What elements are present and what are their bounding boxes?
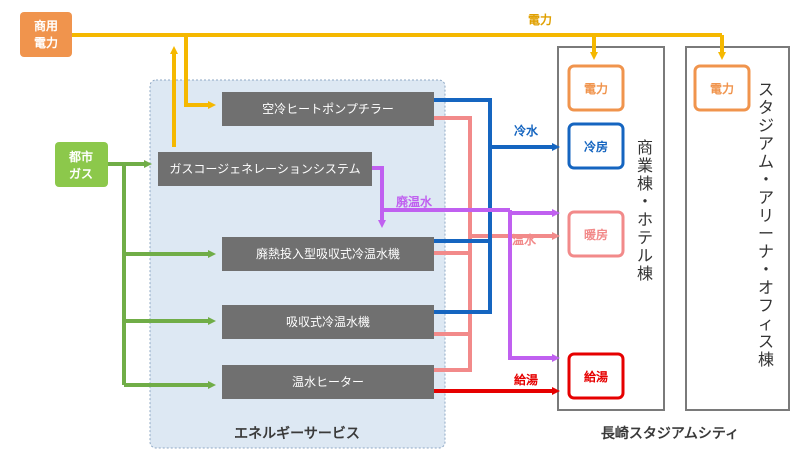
commercial-title-char: 棟 xyxy=(637,174,653,193)
flow-label-hot-water-supply: 給湯 xyxy=(514,372,538,387)
city-gas-line1: 都市 xyxy=(68,149,93,164)
stadium-title-char: ス xyxy=(758,80,774,99)
stadium-title-char: ィ xyxy=(758,314,774,333)
commercial-title-char: ホ xyxy=(637,210,653,229)
stadium-title-char: ム xyxy=(758,152,774,171)
city-gas-line2: ガス xyxy=(69,166,93,181)
commercial-title-char: テ xyxy=(637,228,653,247)
stadium-title-char: ア xyxy=(758,134,774,153)
air-cooled-heat-pump-label: 空冷ヒートポンプチラー xyxy=(262,102,394,116)
absorption-chiller: 吸収式冷温水機 xyxy=(222,305,434,339)
stadium-title-char: フ xyxy=(758,296,774,315)
hot-water-supply-use: 給湯 xyxy=(567,352,625,400)
stadium-building-title: ス タ ジ ア ム ・ ア リ ー ナ ・ オ フ ィ ス 棟 xyxy=(758,80,774,369)
gas-cogeneration-label: ガスコージェネレーションシステム xyxy=(169,162,360,176)
commercial-power-line1: 商用 xyxy=(34,18,58,33)
stadium-title-char: 棟 xyxy=(758,350,774,369)
commercial-title-char: ル xyxy=(637,246,653,265)
hot-water-heater: 温水ヒーター xyxy=(222,365,434,399)
commercial-title-char: 商 xyxy=(637,138,653,157)
air-cooled-heat-pump-chiller: 空冷ヒートポンプチラー xyxy=(222,92,434,126)
stadium-title-char: タ xyxy=(758,98,774,117)
stadium-title-char: リ xyxy=(758,206,774,225)
stadium-title-char: オ xyxy=(758,278,774,297)
site-label: 長崎スタジアムシティ xyxy=(601,425,739,442)
commercial-title-char: 業 xyxy=(637,156,653,175)
cooling-use: 冷房 xyxy=(567,122,625,170)
energy-service-label: エネルギーサービス xyxy=(234,425,360,442)
commercial-title-char: ・ xyxy=(637,192,653,211)
stadium-title-char: ア xyxy=(758,188,774,207)
waste-hot-water-lines xyxy=(372,166,560,362)
commercial-power-use-label: 電力 xyxy=(584,81,608,96)
stadium-title-char: ジ xyxy=(758,116,774,135)
stadium-power-use: 電力 xyxy=(693,64,751,112)
heating-lines xyxy=(434,116,560,372)
gas-cogeneration-system: ガスコージェネレーションシステム xyxy=(158,152,372,186)
stadium-title-char: ス xyxy=(758,332,774,351)
cooling-use-label: 冷房 xyxy=(584,139,608,154)
chilled-lines xyxy=(434,98,560,314)
commercial-power-source: 商用 電力 xyxy=(20,12,72,57)
stadium-title-char: ・ xyxy=(758,170,774,189)
gas-lines xyxy=(108,160,216,389)
flow-label-power: 電力 xyxy=(528,12,552,27)
commercial-power-line2: 電力 xyxy=(34,35,58,50)
heating-use: 暖房 xyxy=(567,210,625,258)
hot-water-heater-label: 温水ヒーター xyxy=(292,375,364,389)
flow-label-chilled-water: 冷水 xyxy=(514,123,539,138)
waste-heat-absorption-chiller: 廃熱投入型吸収式冷温水機 xyxy=(222,237,434,271)
commercial-building-title: 商 業 棟 ・ ホ テ ル 棟 xyxy=(637,138,653,283)
commercial-power-use: 電力 xyxy=(567,64,625,112)
flow-label-hot-water: 温水 xyxy=(512,232,537,247)
hot-water-supply-use-label: 給湯 xyxy=(584,369,608,384)
absorption-chiller-label: 吸収式冷温水機 xyxy=(286,314,370,329)
flow-label-waste-hot-water: 廃温水 xyxy=(396,194,433,209)
heating-use-label: 暖房 xyxy=(584,227,608,242)
stadium-title-char: ・ xyxy=(758,260,774,279)
city-gas-source: 都市 ガス xyxy=(55,142,108,187)
waste-heat-absorption-label: 廃熱投入型吸収式冷温水機 xyxy=(256,246,400,261)
commercial-title-char: 棟 xyxy=(637,264,653,283)
power-lines xyxy=(72,33,726,147)
stadium-title-char: ー xyxy=(758,224,774,243)
stadium-title-char: ナ xyxy=(758,242,774,261)
stadium-power-use-label: 電力 xyxy=(710,81,734,96)
